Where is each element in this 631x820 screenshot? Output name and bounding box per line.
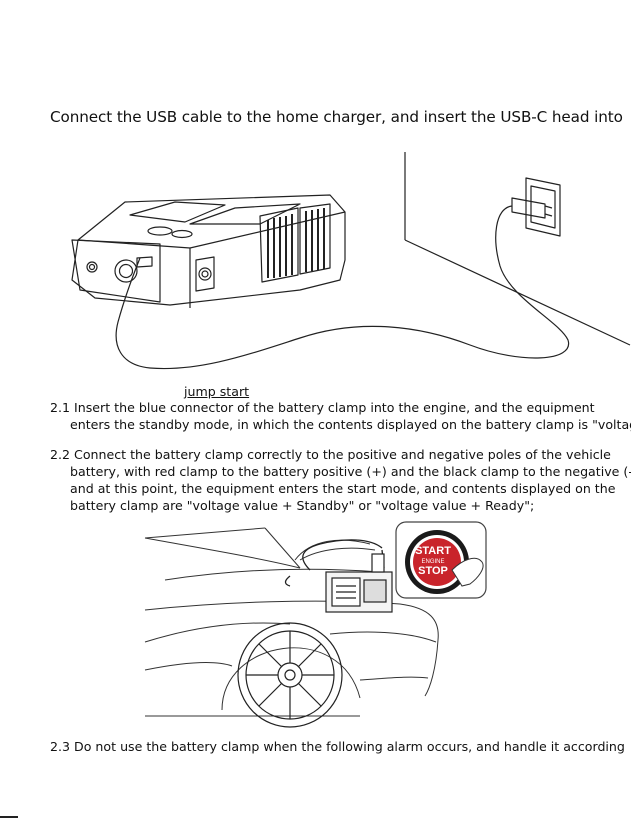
step-line: 2.2 Connect the battery clamp correctly …	[50, 447, 611, 462]
step-2-2: 2.2 Connect the battery clamp correctly …	[50, 446, 631, 514]
step-2-1: 2.1 Insert the blue connector of the bat…	[50, 399, 631, 433]
step-line: 2.3 Do not use the battery clamp when th…	[50, 739, 625, 754]
step-line: 2.1 Insert the blue connector of the bat…	[50, 400, 595, 415]
step-line: battery, with red clamp to the battery p…	[70, 464, 631, 479]
charging-illustration	[71, 152, 631, 370]
illustration-caption: jump start	[184, 384, 250, 399]
intro-text: Connect the USB cable to the home charge…	[50, 108, 623, 126]
car-illustration: START ENGINE STOP	[144, 521, 487, 728]
engine-label: ENGINE	[421, 559, 444, 565]
step-line: battery clamp are "voltage value + Stand…	[70, 498, 535, 513]
stop-label: STOP	[418, 565, 448, 577]
step-line: enters the standby mode, in which the co…	[70, 417, 631, 432]
step-line: and at this point, the equipment enters …	[70, 481, 616, 496]
step-2-3: 2.3 Do not use the battery clamp when th…	[50, 738, 625, 755]
page-corner-mark	[0, 816, 18, 818]
start-label: START	[415, 545, 451, 557]
